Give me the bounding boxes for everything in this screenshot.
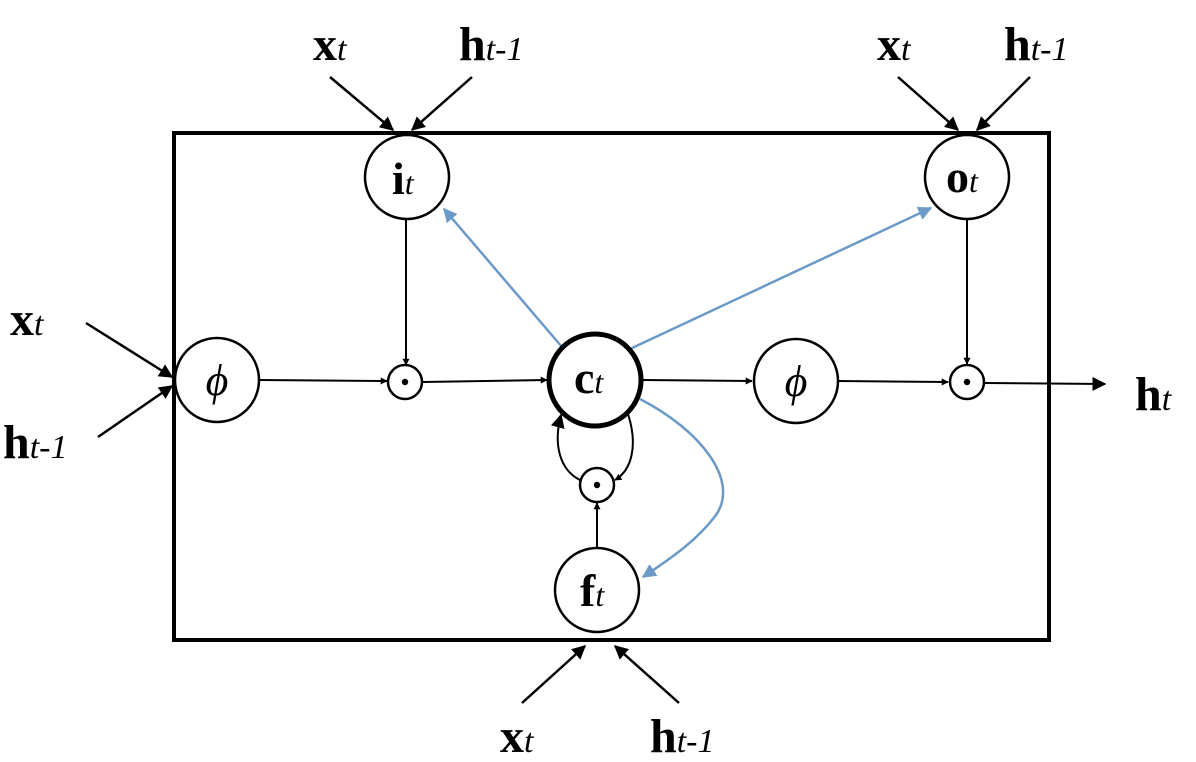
forget-gate-h-arrow — [613, 645, 680, 704]
forget-gate-x-arrow — [521, 645, 587, 704]
output-gate-label: ot — [946, 151, 979, 202]
output-h-label: ht — [1135, 368, 1173, 421]
input-activation-symbol: ϕ — [206, 356, 229, 405]
cell-node: ct — [546, 331, 644, 429]
multiplier-to-cell-arrow — [422, 376, 548, 384]
output-multiplier-node — [948, 363, 986, 401]
input-gate-x-arrow — [329, 76, 395, 131]
phi-to-multiplier-arrow — [258, 377, 388, 385]
phi-to-output-multiplier-arrow — [837, 378, 949, 386]
peephole-to-input-gate — [443, 207, 563, 348]
forget-multiplier-dot — [593, 481, 601, 489]
forget-multiplier-to-cell-loop — [550, 413, 581, 481]
input-activation-h-arrow — [97, 384, 174, 439]
forget-gate-h-label: ht-1 — [650, 710, 714, 762]
input-gate-h-label: ht-1 — [459, 18, 523, 71]
input-gate-x-label: xt — [313, 18, 348, 71]
input-activation-h-label: ht-1 — [3, 416, 67, 469]
output-gate-x-label: xt — [877, 18, 912, 71]
output-arrow — [984, 376, 1107, 391]
forget-gate-node: ft — [553, 546, 641, 634]
output-activation-node: ϕ — [752, 337, 840, 425]
input-gate-node: it — [363, 133, 451, 221]
cell-to-forget-multiplier-loop — [614, 413, 634, 481]
output-gate-h-arrow — [976, 76, 1031, 131]
forget-multiplier-node — [578, 466, 616, 504]
input-gate-label: it — [392, 153, 415, 204]
peephole-to-output-gate — [629, 206, 933, 351]
input-multiplier-dot — [401, 378, 409, 386]
output-multiplier-dot — [963, 378, 971, 386]
input-gate-h-arrow — [410, 76, 473, 131]
forget-gate-x-label: xt — [500, 710, 535, 762]
input-activation-x-label: xt — [10, 293, 45, 346]
lstm-block — [172, 131, 1051, 642]
peephole-to-forget-gate — [639, 397, 725, 579]
output-gate-node: ot — [923, 133, 1011, 221]
output-activation-symbol: ϕ — [785, 357, 808, 406]
input-activation-node: ϕ — [173, 336, 261, 424]
input-multiplier-node — [386, 363, 424, 401]
cell-to-phi-arrow — [642, 377, 753, 385]
input-activation-x-arrow — [85, 321, 174, 379]
output-gate-x-arrow — [897, 76, 960, 131]
cell-label: ct — [574, 352, 604, 403]
output-gate-h-label: ht-1 — [1004, 18, 1068, 71]
forget-gate-label: ft — [580, 565, 605, 616]
